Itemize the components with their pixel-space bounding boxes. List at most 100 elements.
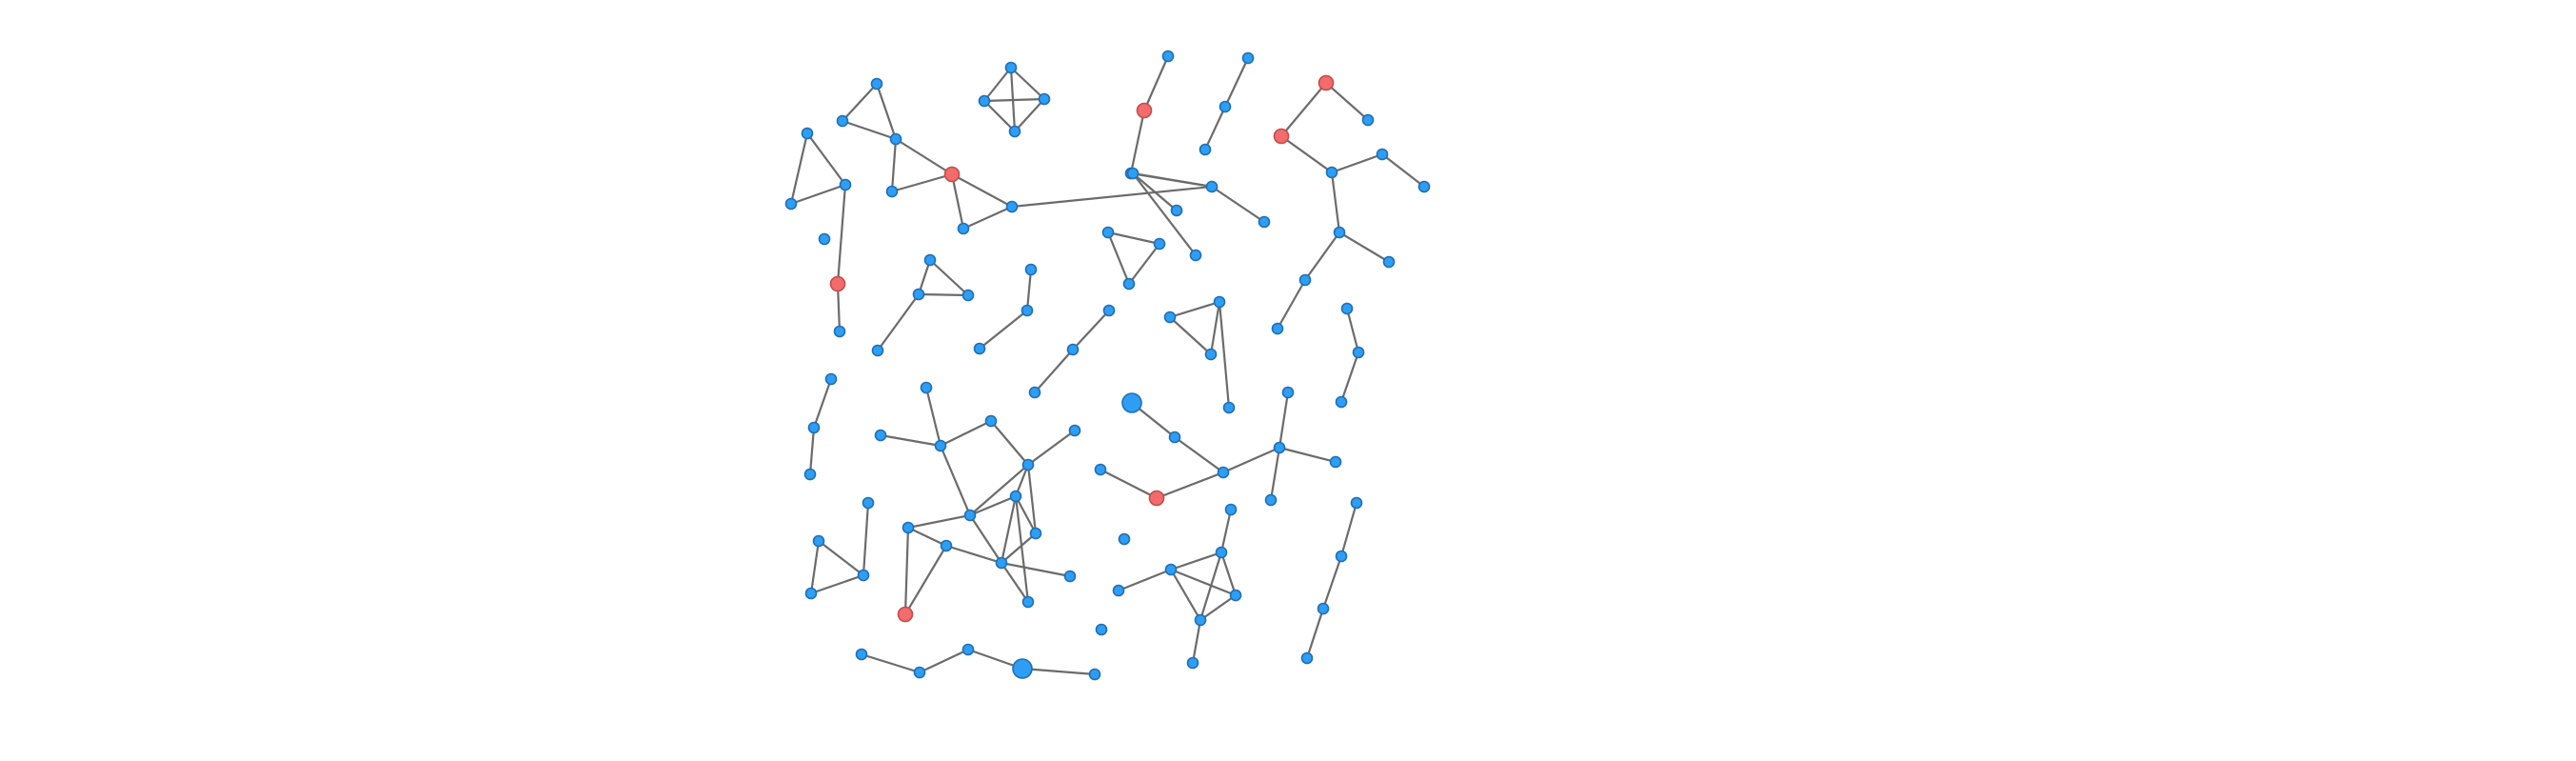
graph-node[interactable] [1241,51,1255,65]
graph-node[interactable] [957,222,970,235]
graph-node[interactable] [1066,343,1080,356]
graph-node[interactable] [839,178,852,191]
graph-node[interactable] [1213,295,1226,309]
graph-node[interactable] [1126,167,1139,180]
graph-node[interactable] [1122,277,1136,290]
graph-node[interactable] [1063,570,1077,583]
graph-node[interactable] [1224,503,1238,516]
graph-node[interactable] [862,496,875,510]
graph-node[interactable] [913,666,926,679]
graph-node[interactable] [1164,563,1178,576]
graph-node[interactable] [803,468,817,481]
graph-node-highlighted[interactable] [1136,102,1153,119]
graph-node[interactable] [1300,651,1314,665]
graph-node[interactable] [1335,395,1348,409]
graph-node[interactable] [1170,204,1183,217]
graph-node[interactable] [923,253,937,267]
graph-node[interactable] [1273,441,1286,454]
graph-node[interactable] [1281,386,1295,399]
graph-node[interactable] [1095,623,1108,636]
graph-node[interactable] [1163,310,1177,324]
graph-node[interactable] [1186,656,1199,670]
graph-node[interactable] [1298,273,1312,287]
graph-node[interactable] [1020,304,1034,317]
graph-node[interactable] [1004,61,1018,74]
graph-node[interactable] [801,127,814,140]
graph-node[interactable] [1068,424,1081,437]
graph-node[interactable] [973,342,986,355]
graph-node[interactable] [1028,386,1041,399]
graph-node[interactable] [1005,200,1019,213]
graph-node[interactable] [995,556,1008,570]
graph-node[interactable] [1376,148,1389,161]
graph-node[interactable] [1088,668,1101,681]
graph-node[interactable] [1189,249,1202,262]
graph-node[interactable] [1021,458,1035,471]
graph-node-highlighted[interactable] [1148,490,1165,507]
graph-node[interactable] [812,534,825,548]
graph-node[interactable] [836,114,849,128]
graph-node[interactable] [1317,602,1330,615]
graph-node[interactable] [1361,113,1375,127]
graph-node[interactable] [1102,304,1116,317]
graph-node[interactable] [1168,431,1181,444]
graph-node-highlighted[interactable] [1318,74,1335,91]
graph-node[interactable] [1204,348,1218,361]
graph-node[interactable] [940,539,953,552]
graph-node[interactable] [1029,527,1042,540]
graph-node[interactable] [1024,263,1038,276]
graph-node[interactable] [804,587,818,600]
graph-node[interactable] [1333,226,1346,239]
graph-node[interactable] [1118,532,1131,546]
graph-node[interactable] [1101,226,1115,239]
graph-node[interactable] [871,344,884,357]
graph-node[interactable] [1161,50,1175,63]
graph-node[interactable] [857,569,870,582]
graph-node-highlighted[interactable] [897,606,914,623]
graph-node[interactable] [1382,255,1396,269]
graph-node[interactable] [934,439,947,452]
graph-node[interactable] [1329,455,1342,469]
graph-node[interactable] [818,232,831,246]
graph-node[interactable] [1194,613,1207,627]
graph-node[interactable] [1199,143,1212,156]
graph-node[interactable] [1205,180,1219,193]
graph-node[interactable] [1217,466,1230,479]
graph-node-highlighted[interactable] [1273,128,1290,145]
graph-node[interactable] [1335,550,1348,563]
graph-node-large[interactable] [1121,392,1142,413]
graph-node[interactable] [1038,92,1051,106]
graph-node-large[interactable] [1012,658,1033,679]
graph-node[interactable] [1325,166,1338,179]
graph-node[interactable] [824,372,838,386]
graph-node[interactable] [1153,237,1166,250]
graph-node[interactable] [984,414,998,428]
graph-node[interactable] [1258,215,1271,229]
graph-node[interactable] [1350,496,1363,510]
graph-node[interactable] [1352,346,1365,359]
graph-node[interactable] [978,94,991,108]
graph-node[interactable] [1229,589,1242,602]
graph-node[interactable] [961,643,975,656]
graph-node[interactable] [807,421,821,434]
graph-node-highlighted[interactable] [943,166,961,183]
graph-node-highlighted[interactable] [829,275,846,292]
graph-node[interactable] [1264,493,1278,507]
graph-node[interactable] [784,197,798,210]
graph-node[interactable] [1417,180,1431,193]
graph-node[interactable] [912,288,925,301]
graph-node[interactable] [961,289,975,302]
graph-node[interactable] [1009,490,1022,503]
graph-node[interactable] [902,521,915,534]
graph-node[interactable] [1222,401,1236,414]
graph-node[interactable] [1094,463,1107,476]
graph-node[interactable] [855,648,868,661]
graph-node[interactable] [1112,584,1125,597]
graph-node[interactable] [1021,595,1035,609]
graph-node[interactable] [889,132,902,146]
graph-node[interactable] [920,381,933,394]
graph-node[interactable] [874,429,887,442]
graph-node[interactable] [870,77,883,90]
graph-node[interactable] [885,185,899,198]
graph-node[interactable] [1271,322,1284,335]
